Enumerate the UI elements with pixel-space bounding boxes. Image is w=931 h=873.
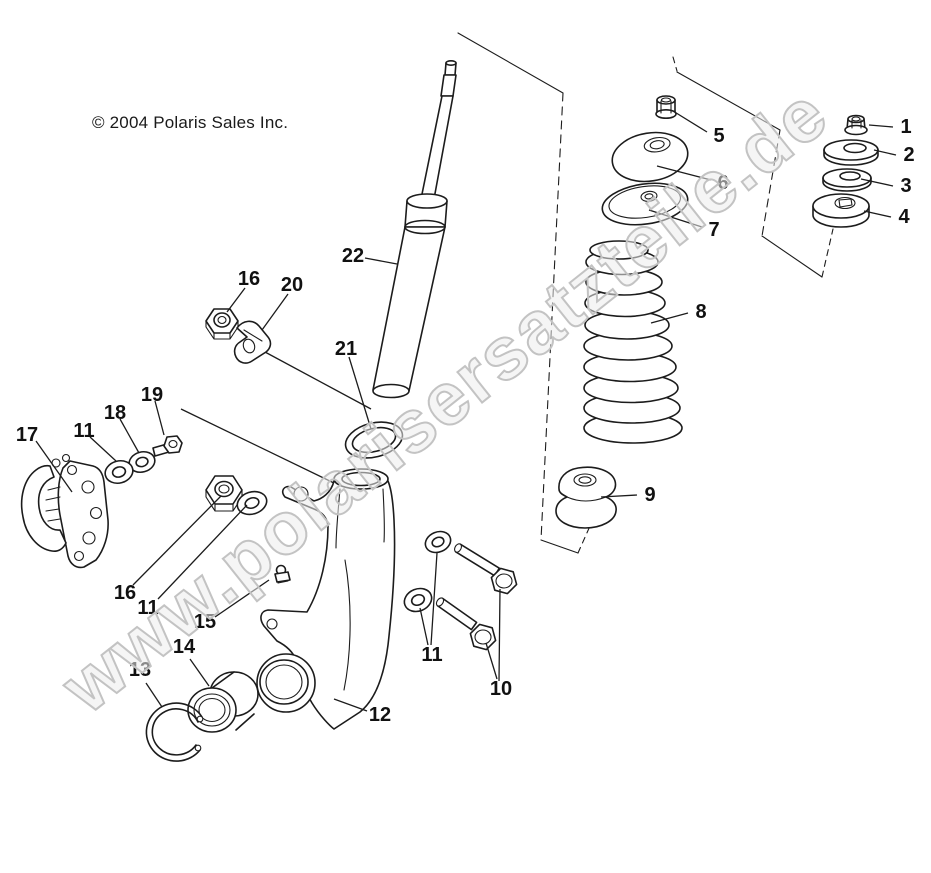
part-washer-left [104,459,134,485]
part-wheel-bearing [187,671,259,733]
callout-strut-housing: 12 [369,704,391,726]
assembly-axis-lines [457,32,834,554]
leader-lines [35,110,897,712]
exploded-view-drawing: 1 2 3 4 5 6 7 8 9 10 11 12 13 14 15 16 1… [16,32,915,762]
part-snap-ring [145,702,204,762]
assembly-reference-lines [180,351,372,485]
part-strut-cartridge [372,59,457,399]
part-washer-lower [236,490,268,516]
callout-labels: 1 2 3 4 5 6 7 8 9 10 11 12 13 14 15 16 1… [16,116,915,726]
part-spring-retainer [601,182,689,226]
callout-strut-cartridge: 22 [342,245,364,267]
part-coil-spring [583,240,683,444]
callout-wheel-bearing: 14 [173,636,196,658]
callout-washer-pair-bottom: 11 [421,644,442,666]
part-strut-housing [256,468,396,730]
callout-flange-lock-nut: 1 [900,116,911,138]
part-grease-fitting [274,564,291,584]
callout-cushion-washer: 4 [898,206,910,228]
callout-brake-caliper: 17 [16,424,38,446]
callout-snap-ring: 13 [129,659,151,681]
callout-grease-fitting: 15 [194,611,216,633]
part-compression-bumper [555,466,617,529]
part-hex-bolt-pair [435,543,518,651]
part-flange-lock-nut [844,114,868,136]
part-hex-nut-lower [205,475,243,512]
callout-washer-left: 11 [73,420,94,442]
part-washer-pair-bottom [403,530,452,613]
part-cushion-washer [812,193,870,228]
callout-o-ring: 21 [335,338,357,360]
callout-washer-caliper: 18 [104,402,126,424]
part-large-washer [823,139,879,166]
callout-coil-spring: 8 [695,301,706,323]
callout-strut-clip: 20 [281,274,303,296]
copyright-notice: © 2004 Polaris Sales Inc. [92,113,289,132]
part-caliper-bolt [152,435,183,457]
part-o-ring [344,421,404,459]
callout-hex-nut-upper: 16 [238,268,260,290]
part-upper-spring-mount [611,131,689,183]
callout-large-washer: 2 [903,144,914,166]
part-washer-caliper [128,450,156,474]
parts-diagram: 1 2 3 4 5 6 7 8 9 10 11 12 13 14 15 16 1… [16,32,915,762]
callout-hex-bolt-pair: 10 [490,678,512,700]
callout-washer-lower: 11 [137,597,158,619]
part-strut-clip [233,320,272,364]
callout-compression-bumper: 9 [644,484,655,506]
callout-strut-rod-nut: 5 [713,125,724,147]
part-small-washer [822,168,872,192]
callout-upper-spring-mount: 6 [717,172,728,194]
part-hex-nut-upper [205,308,239,340]
callout-small-washer: 3 [900,175,911,197]
callout-caliper-bolt: 19 [141,384,163,406]
callout-spring-retainer: 7 [708,219,719,241]
part-strut-rod-nut [655,95,677,120]
callout-hex-nut-lower: 16 [114,582,136,604]
part-brake-caliper [20,453,109,569]
